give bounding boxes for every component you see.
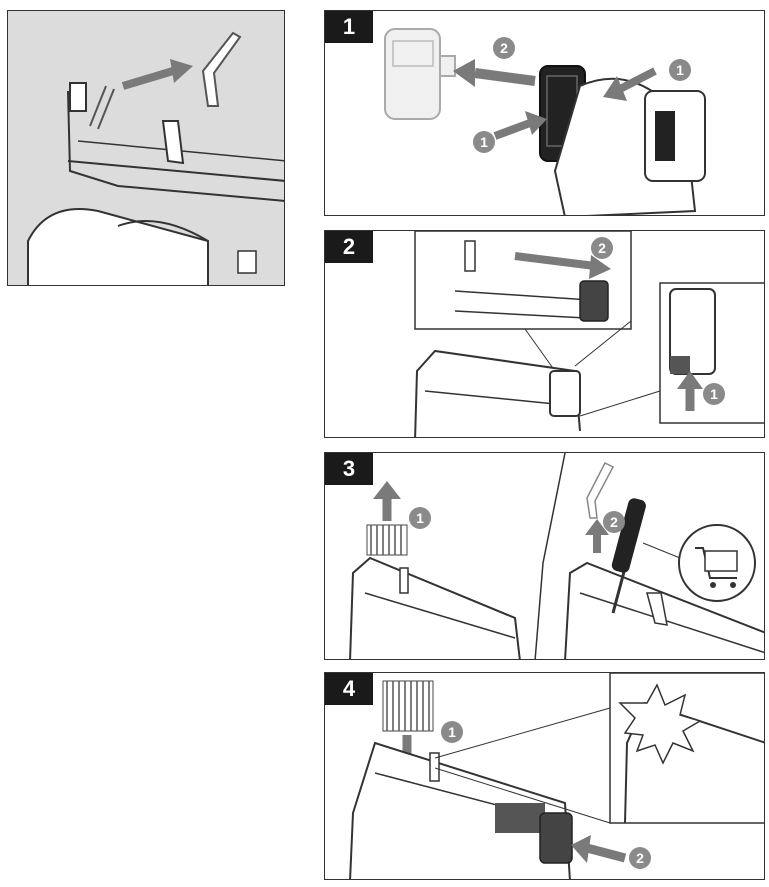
callout-2: 2 bbox=[493, 37, 515, 59]
battery-icon bbox=[384, 28, 456, 120]
overview-panel bbox=[7, 10, 285, 286]
remove-staples-illustration bbox=[349, 453, 764, 659]
callout-1: 1 bbox=[409, 507, 431, 529]
callout-2: 2 bbox=[629, 847, 651, 869]
screwdriver-icon bbox=[611, 498, 646, 614]
callout-2: 2 bbox=[591, 237, 613, 259]
callout-2: 2 bbox=[603, 511, 625, 533]
step-number-badge: 1 bbox=[325, 11, 373, 43]
step-number-badge: 2 bbox=[325, 231, 373, 263]
step-2-panel: 2 2 1 bbox=[324, 230, 765, 438]
callout-1: 1 bbox=[441, 721, 463, 743]
callout-1: 1 bbox=[703, 383, 725, 405]
callout-1: 1 bbox=[473, 131, 495, 153]
magazine-release-illustration bbox=[414, 231, 764, 437]
step-4-panel: 4 1 2 bbox=[324, 672, 765, 880]
step-3-panel: 3 bbox=[324, 452, 765, 660]
shopping-cart-icon bbox=[678, 524, 756, 602]
staple-strip-icon bbox=[366, 524, 408, 556]
jammed-staple-icon bbox=[201, 31, 242, 107]
battery-removal-illustration bbox=[384, 28, 706, 215]
reload-staples-illustration bbox=[349, 673, 764, 879]
stapler-magazine-closeup bbox=[27, 31, 284, 285]
step-1-panel: 1 2 1 1 bbox=[324, 10, 765, 216]
callout-1: 1 bbox=[669, 59, 691, 81]
step-number-badge: 3 bbox=[325, 453, 373, 485]
step-number-badge: 4 bbox=[325, 673, 373, 705]
